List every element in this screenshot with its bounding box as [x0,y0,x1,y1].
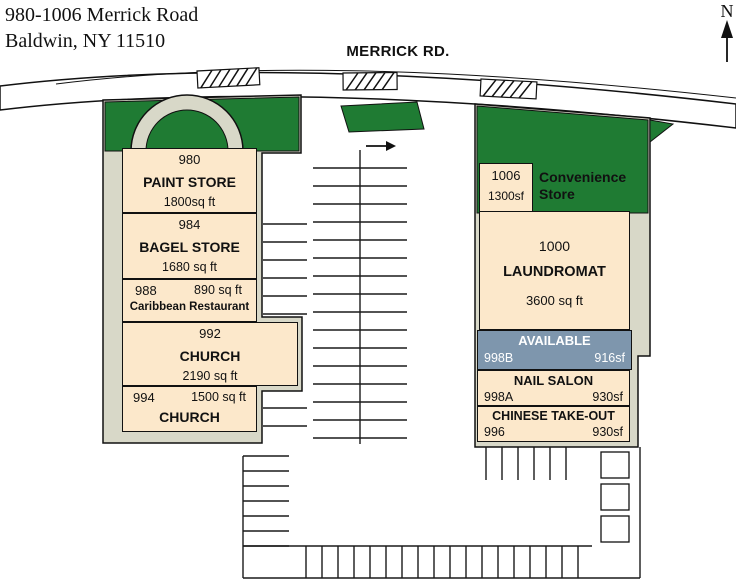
unit-size: 3600 sq ft [525,293,584,309]
unit-size: 930sf [592,425,623,439]
unit-name: PAINT STORE [143,173,236,190]
stall-box-3 [600,515,630,543]
stall-box-2 [600,483,630,511]
unit-1006-name: Convenience Store [539,169,643,203]
bottom-lot-stalls [305,546,579,578]
unit-988: 988 890 sq ft Caribbean Restaurant [122,279,257,322]
unit-994: 994 1500 sq ft CHURCH [122,386,257,432]
unit-size: 890 sq ft [194,283,242,297]
unit-name: CHURCH [179,347,241,364]
availability-status: AVAILABLE [518,333,591,348]
unit-number: 988 [135,283,157,298]
crosswalk-east [479,78,538,100]
unit-name: CHURCH [159,408,220,425]
drive-direction-arrow-icon [366,141,396,151]
unit-1006: 1006 1300sf [479,163,533,212]
median-green-island [340,101,425,133]
unit-size: 2190 sq ft [182,369,238,384]
unit-name: Caribbean Restaurant [129,300,250,313]
stall-box-1 [600,451,630,479]
unit-size: 1800sq ft [163,195,216,210]
unit-size: 1680 sq ft [162,260,217,275]
unit-size: 1300sf [487,188,525,203]
unit-number: 998A [484,389,514,404]
right-building-stalls [485,447,567,480]
unit-number: 994 [133,390,155,405]
right-green-sliver [649,119,675,144]
unit-998A: NAIL SALON 998A 930sf [477,370,630,406]
left-building-stalls [263,223,307,427]
unit-980: 980 PAINT STORE 1800sq ft [122,148,257,213]
unit-name-line-2: Store [539,185,575,202]
crosswalk-west [196,67,261,89]
unit-998B-available: AVAILABLE 998B 916sf [477,330,632,370]
plan-title: 980-1006 Merrick Road Baldwin, NY 11510 [5,2,198,54]
center-aisle-stalls [313,167,407,439]
unit-name: BAGEL STORE [139,238,240,255]
unit-number: 996 [484,425,505,439]
crosswalk-center [342,71,398,91]
unit-number: 980 [178,152,201,167]
unit-name: NAIL SALON [513,373,594,388]
unit-name: LAUNDROMAT [503,263,606,280]
address-line-1: 980-1006 Merrick Road [5,4,199,26]
unit-number: 998B [484,350,514,365]
unit-1000: 1000 LAUNDROMAT 3600 sq ft [479,211,630,330]
unit-996: CHINESE TAKE-OUT 996 930sf [477,406,630,442]
unit-size: 916sf [594,350,625,365]
unit-number: 1006 [491,168,521,183]
unit-name: CHINESE TAKE-OUT [492,409,615,423]
road-name-label: MERRICK RD. [346,43,450,60]
entry-arch-inner [145,109,229,152]
unit-number: 984 [178,217,201,232]
north-label: N [720,1,734,21]
road-north-curb-line [55,69,736,99]
unit-number: 1000 [538,238,571,254]
unit-number: 992 [199,326,221,341]
unit-992: 992 CHURCH 2190 sq ft [122,322,298,386]
unit-984: 984 BAGEL STORE 1680 sq ft [122,213,257,279]
unit-name-line-1: Convenience [539,169,627,185]
bottom-lot-left-stalls [243,455,289,547]
unit-size: 930sf [592,389,623,404]
north-arrow-icon [721,20,733,62]
unit-size: 1500 sq ft [191,390,246,404]
address-line-2: Baldwin, NY 11510 [5,30,166,52]
